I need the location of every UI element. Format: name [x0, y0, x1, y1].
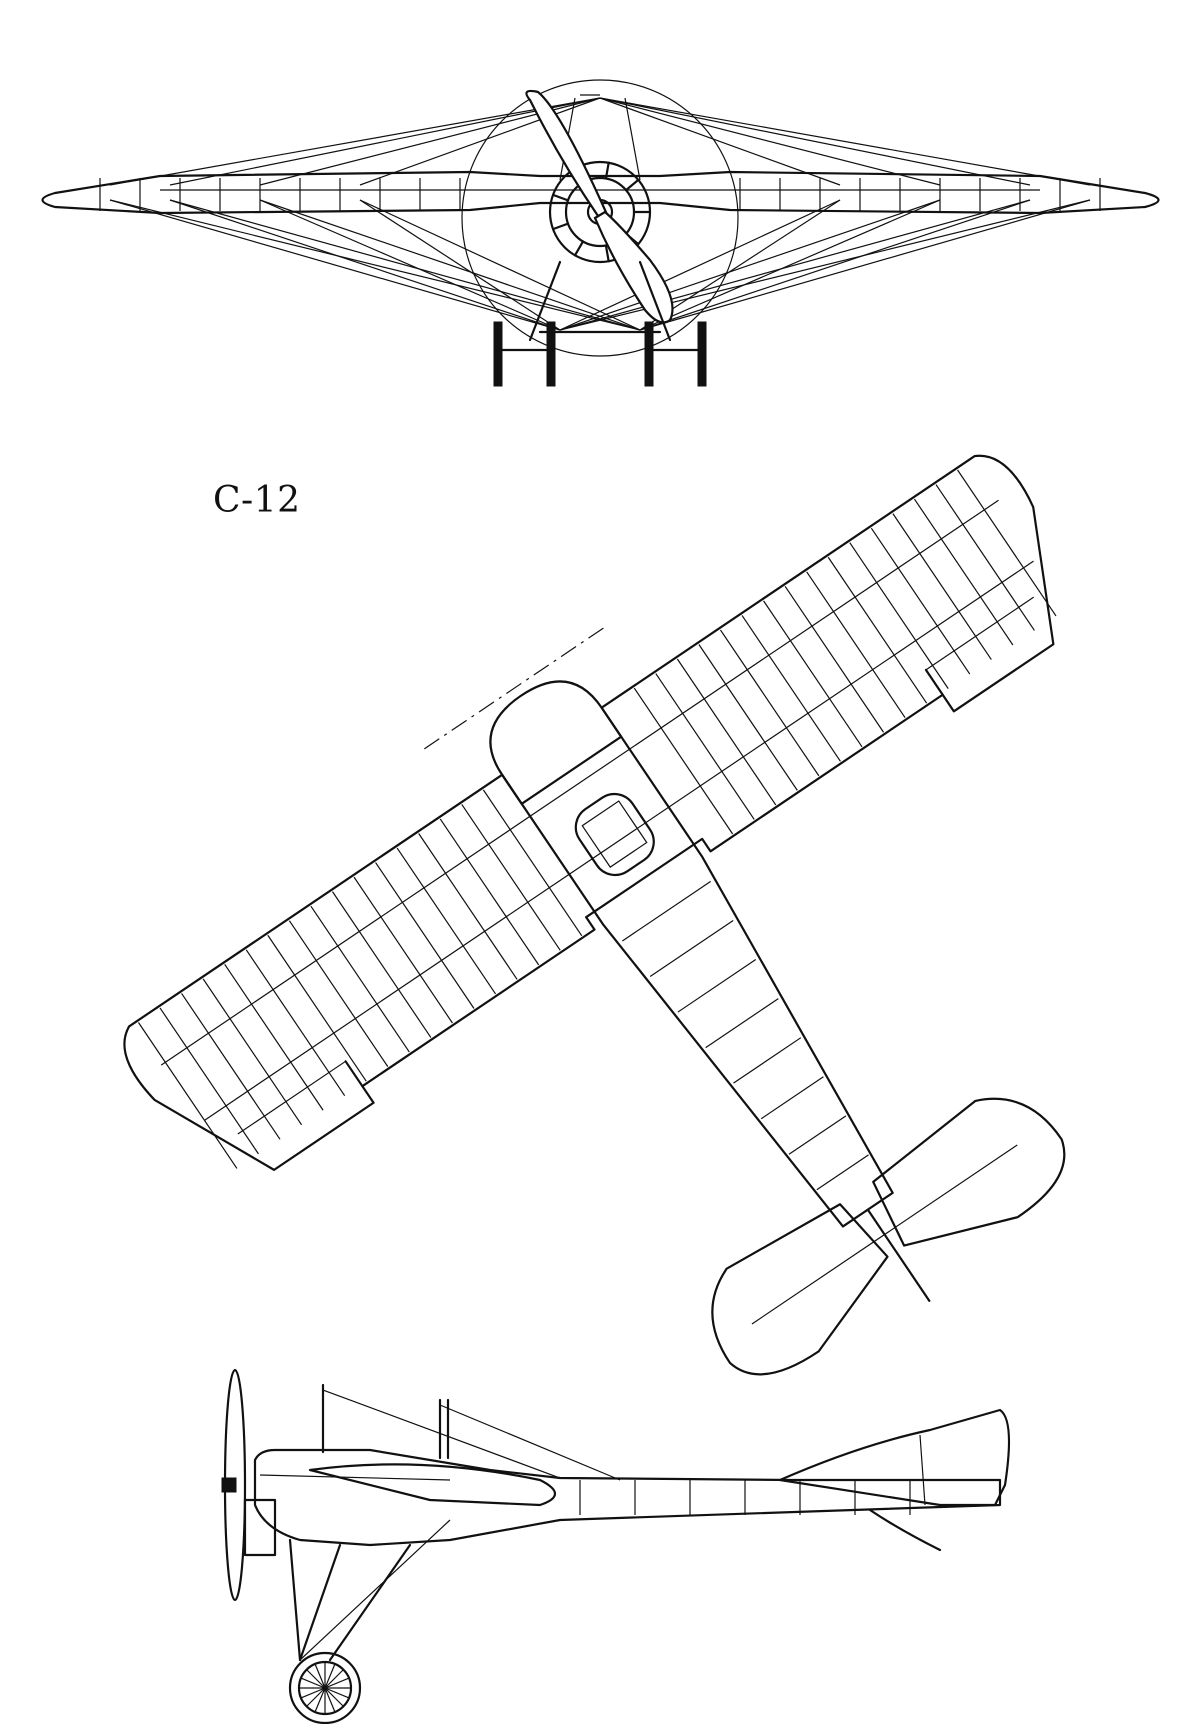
side-tail — [778, 1408, 1011, 1507]
plan-fuselage — [489, 680, 894, 1228]
side-engine — [243, 1498, 277, 1557]
wing-ribs — [137, 469, 1057, 1169]
propeller — [525, 89, 609, 221]
cockpit — [574, 792, 655, 877]
propeller-disc — [461, 79, 739, 357]
front-wing — [41, 170, 1160, 215]
plan-propeller — [423, 625, 608, 750]
side-wheel — [288, 1651, 362, 1724]
plan-tailplane — [711, 1203, 889, 1376]
plan-wing — [123, 454, 1055, 1171]
bracing-wires — [109, 94, 1091, 331]
side-view — [221, 1368, 1011, 1724]
aircraft-designation: C-12 — [213, 480, 301, 521]
front-view — [41, 79, 1160, 387]
plan-view — [123, 454, 1066, 1376]
side-fuselage — [253, 1448, 1002, 1547]
front-undercarriage — [493, 260, 707, 387]
